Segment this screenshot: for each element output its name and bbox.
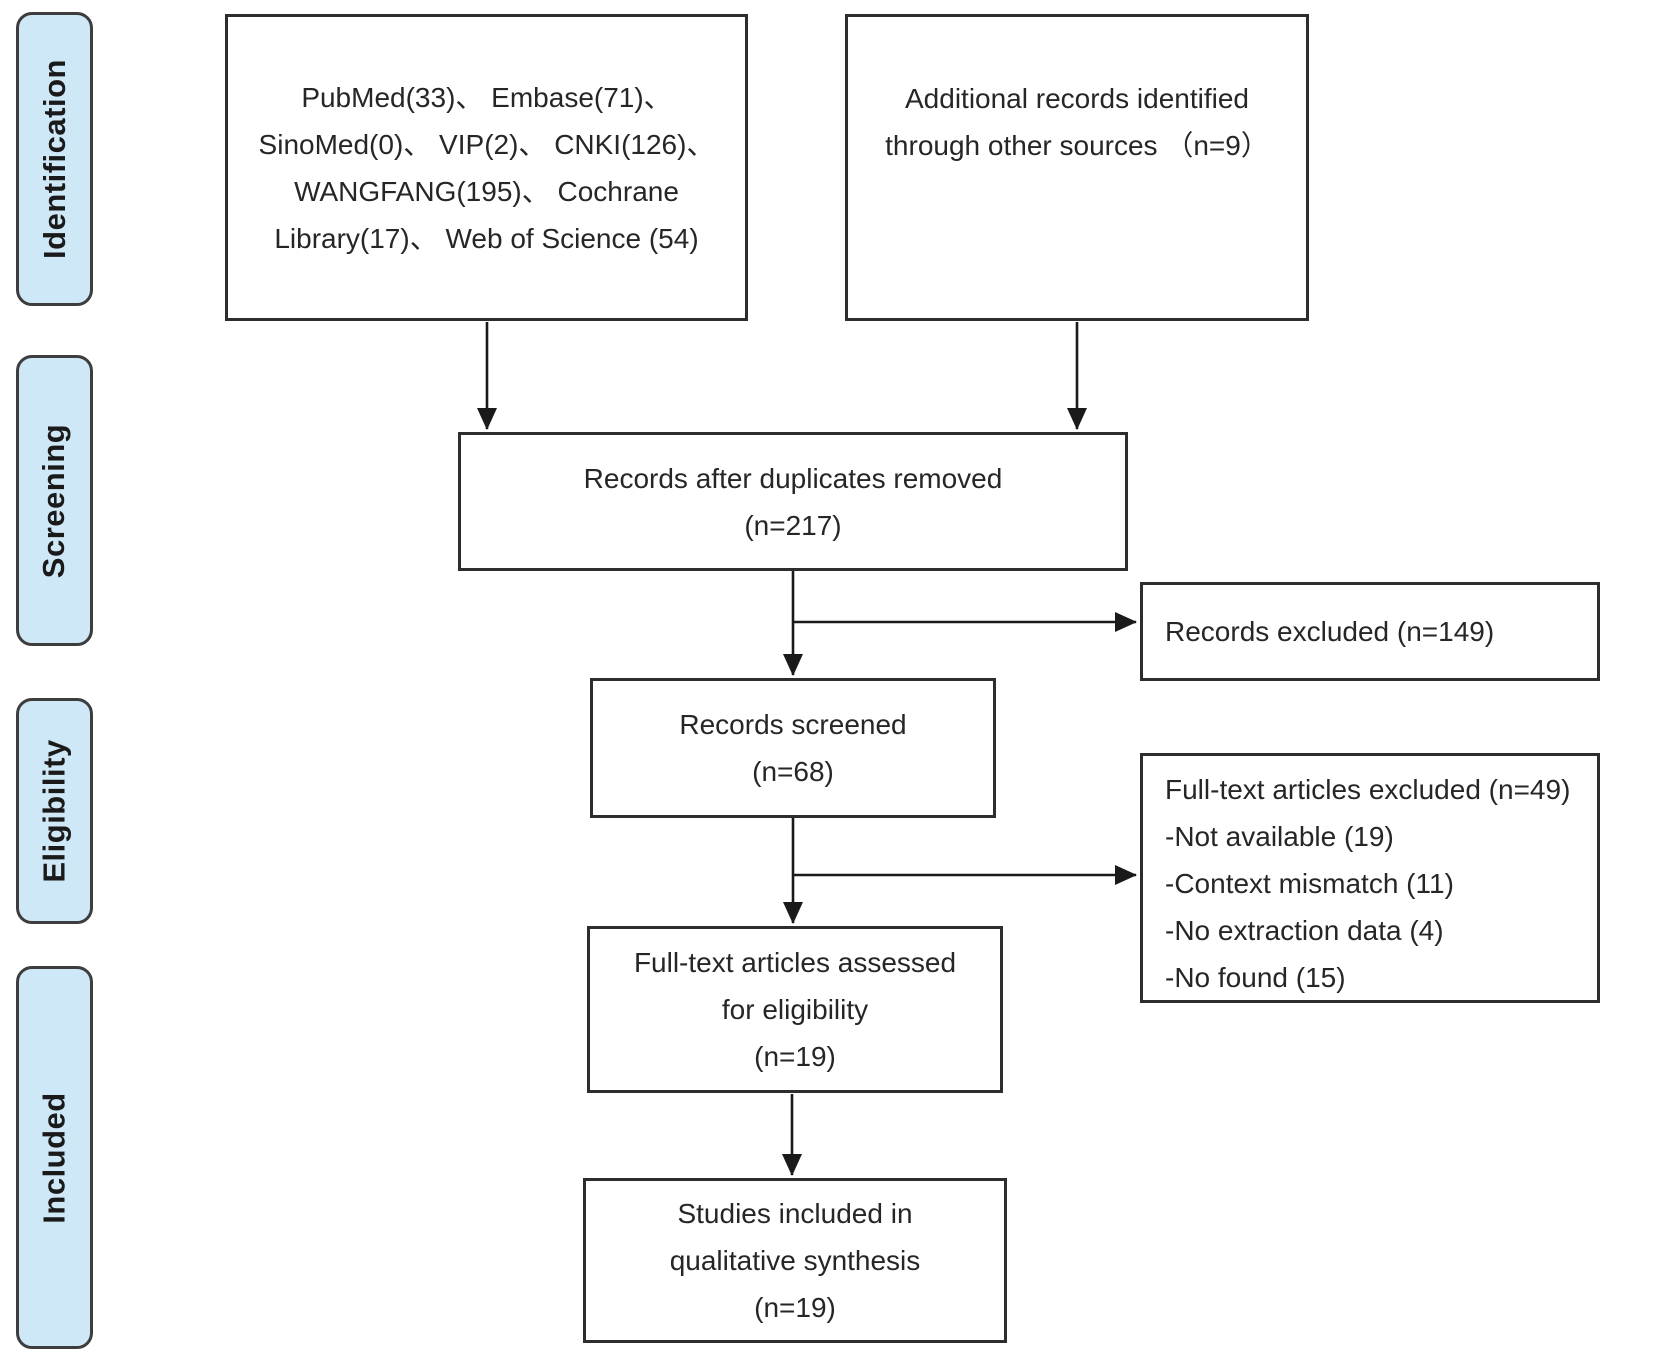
box-additional-records: Additional records identified through ot… bbox=[845, 14, 1309, 321]
stage-label-screening: Screening bbox=[16, 355, 93, 646]
box-text-line: -No found (15) bbox=[1165, 962, 1346, 993]
box-text-line: Full-text articles excluded (n=49) bbox=[1165, 774, 1571, 805]
box-text-line: Full-text articles assessed bbox=[633, 947, 957, 978]
box-database-records: PubMed(33)、 Embase(71)、 SinoMed(0)、 VIP(… bbox=[225, 14, 748, 321]
box-records-screened: Records screened (n=68) bbox=[590, 678, 996, 818]
box-text-line: SinoMed(0)、 VIP(2)、 CNKI(126)、 bbox=[258, 128, 715, 160]
box-studies-included: Studies included in qualitative synthesi… bbox=[583, 1178, 1007, 1343]
box-text-line: (n=68) bbox=[752, 756, 834, 787]
stage-label-text: Included bbox=[36, 1091, 72, 1224]
stage-label-text: Eligibility bbox=[36, 739, 72, 883]
box-text-line: (n=19) bbox=[754, 1041, 836, 1072]
box-fulltext-articles-excluded: Full-text articles excluded (n=49) -Not … bbox=[1140, 753, 1600, 1003]
box-text-line: Library(17)、 Web of Science (54) bbox=[274, 222, 699, 254]
stage-label-text: Screening bbox=[36, 423, 72, 578]
box-text-line: through other sources （n=9） bbox=[885, 130, 1269, 161]
box-text-line: qualitative synthesis bbox=[669, 1245, 921, 1276]
box-text-line: Studies included in bbox=[677, 1198, 913, 1229]
box-text-line: Records screened bbox=[679, 709, 907, 740]
stage-label-eligibility: Eligibility bbox=[16, 698, 93, 924]
box-text-line: for eligibility bbox=[721, 994, 869, 1025]
box-text-line: PubMed(33)、 Embase(71)、 bbox=[301, 81, 672, 113]
box-records-excluded: Records excluded (n=149) bbox=[1140, 582, 1600, 681]
box-text-line: -Context mismatch (11) bbox=[1165, 868, 1454, 899]
box-text-line: Records excluded (n=149) bbox=[1165, 616, 1495, 647]
box-text-line: -Not available (19) bbox=[1165, 821, 1394, 852]
box-fulltext-articles-assessed: Full-text articles assessed for eligibil… bbox=[587, 926, 1003, 1093]
stage-label-text: Identification bbox=[36, 59, 72, 259]
box-text-line: (n=19) bbox=[754, 1292, 836, 1323]
box-text-line: Additional records identified bbox=[905, 83, 1249, 114]
box-text-line: WANGFANG(195)、 Cochrane bbox=[294, 175, 679, 207]
box-text-line: (n=217) bbox=[744, 509, 842, 541]
stage-label-identification: Identification bbox=[16, 12, 93, 306]
stage-label-included: Included bbox=[16, 966, 93, 1349]
box-records-after-duplicates-removed: Records after duplicates removed (n=217) bbox=[458, 432, 1128, 571]
box-text-line: Records after duplicates removed bbox=[583, 462, 1003, 494]
box-text-line: -No extraction data (4) bbox=[1165, 915, 1444, 946]
